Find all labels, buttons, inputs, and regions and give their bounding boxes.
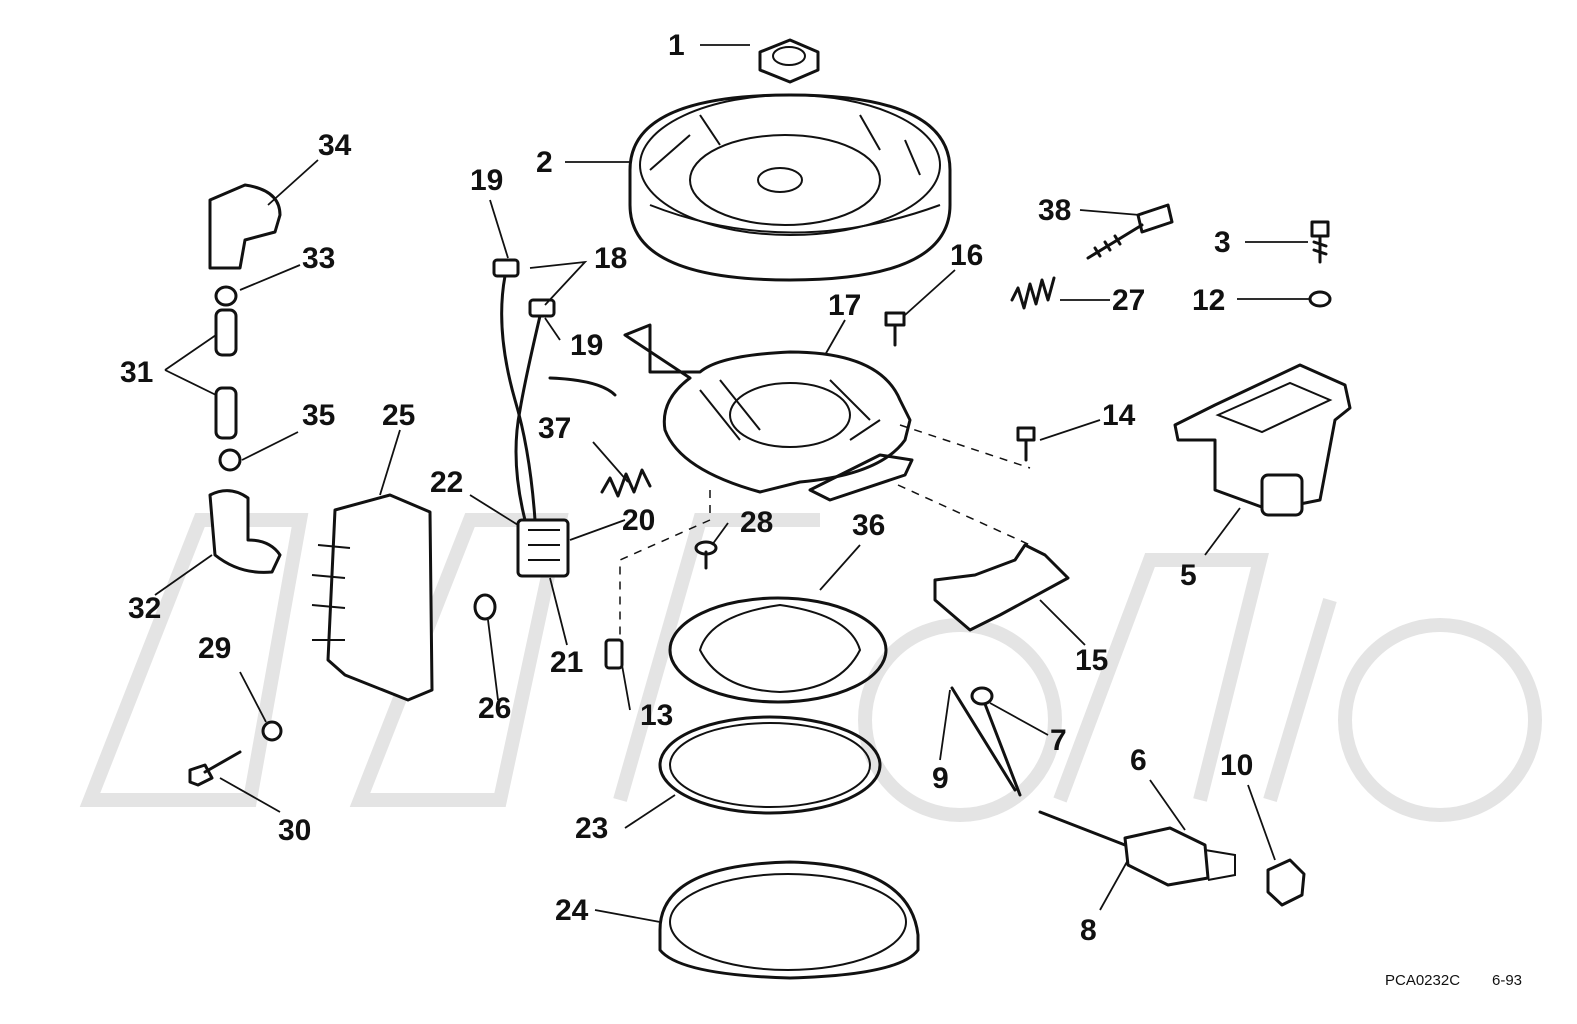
- part-screw-28: [694, 540, 718, 570]
- part-temperature-switch: [1038, 810, 1236, 887]
- part-retainer-24: [658, 860, 920, 980]
- part-snap-ring-23: [658, 715, 882, 815]
- callout-9: 9: [932, 762, 949, 795]
- part-long-screw-38: [1086, 203, 1174, 260]
- callout-30: 30: [278, 814, 311, 847]
- part-spring-27: [1010, 276, 1056, 310]
- callout-2: 2: [536, 146, 553, 179]
- callout-36: 36: [852, 509, 885, 542]
- drawing-code: PCA0232C: [1385, 972, 1460, 989]
- part-ground-leads: [950, 686, 1022, 797]
- callout-29: 29: [198, 632, 231, 665]
- part-connector: [516, 518, 570, 578]
- callout-31: 31: [120, 356, 153, 389]
- callout-13: 13: [640, 699, 673, 732]
- callout-14: 14: [1102, 399, 1136, 432]
- callout-6: 6: [1130, 744, 1147, 777]
- part-screw-14: [1016, 426, 1036, 462]
- callout-32: 32: [128, 592, 161, 625]
- callout-38: 38: [1038, 194, 1071, 227]
- part-bolt-30: [188, 750, 242, 787]
- assembly-dashed-lines: [619, 424, 1031, 640]
- callout-28: 28: [740, 506, 773, 539]
- callout-16: 16: [950, 239, 983, 272]
- part-armature-plate: [548, 323, 914, 502]
- part-clip-13: [604, 638, 624, 670]
- callout-leader-lines: [154, 44, 1310, 923]
- callout-8: 8: [1080, 914, 1097, 947]
- callout-22: 22: [430, 466, 463, 499]
- part-nut-29: [261, 720, 283, 742]
- watermark-graphic: [79, 513, 1542, 822]
- callout-34: 34: [318, 129, 352, 162]
- part-hex-nut: [758, 38, 820, 84]
- callout-18: 18: [594, 242, 627, 275]
- part-spark-plug-boots: [208, 183, 282, 574]
- callout-1: 1: [668, 29, 685, 62]
- callout-25: 25: [382, 399, 415, 432]
- callout-37: 37: [538, 412, 571, 445]
- callout-5: 5: [1180, 559, 1197, 592]
- callout-20: 20: [622, 504, 655, 537]
- callout-19-top: 19: [470, 164, 503, 197]
- part-power-pack-25: [311, 493, 434, 702]
- callout-33: 33: [302, 242, 335, 275]
- callout-24: 24: [555, 894, 589, 927]
- callout-12: 12: [1192, 284, 1225, 317]
- callout-labels: 1 2 3 5 6 7 8 9 10 12 13 14 15 16 17 18 …: [120, 29, 1253, 947]
- part-bracket-15: [933, 543, 1070, 632]
- callout-10: 10: [1220, 749, 1253, 782]
- callout-27: 27: [1112, 284, 1145, 317]
- part-screw-3: [1310, 220, 1330, 264]
- callout-7: 7: [1050, 724, 1067, 757]
- callout-35: 35: [302, 399, 335, 432]
- part-washer-26: [473, 593, 497, 621]
- callout-15: 15: [1075, 644, 1108, 677]
- callout-21: 21: [550, 646, 583, 679]
- part-ignition-module-5: [1173, 363, 1352, 517]
- part-flywheel: [628, 93, 952, 282]
- part-screw-16: [884, 311, 906, 347]
- callout-17: 17: [828, 289, 861, 322]
- part-nut-10: [1266, 858, 1306, 907]
- part-wire-harness: [492, 258, 556, 522]
- part-spring-37: [600, 468, 652, 498]
- callout-3: 3: [1214, 226, 1231, 259]
- callout-19-bottom: 19: [570, 329, 603, 362]
- callout-23: 23: [575, 812, 608, 845]
- drawing-date: 6-93: [1492, 972, 1522, 989]
- part-retainer-plate-36: [668, 596, 888, 704]
- part-lock-washer-12: [1308, 290, 1332, 308]
- callout-26: 26: [478, 692, 511, 725]
